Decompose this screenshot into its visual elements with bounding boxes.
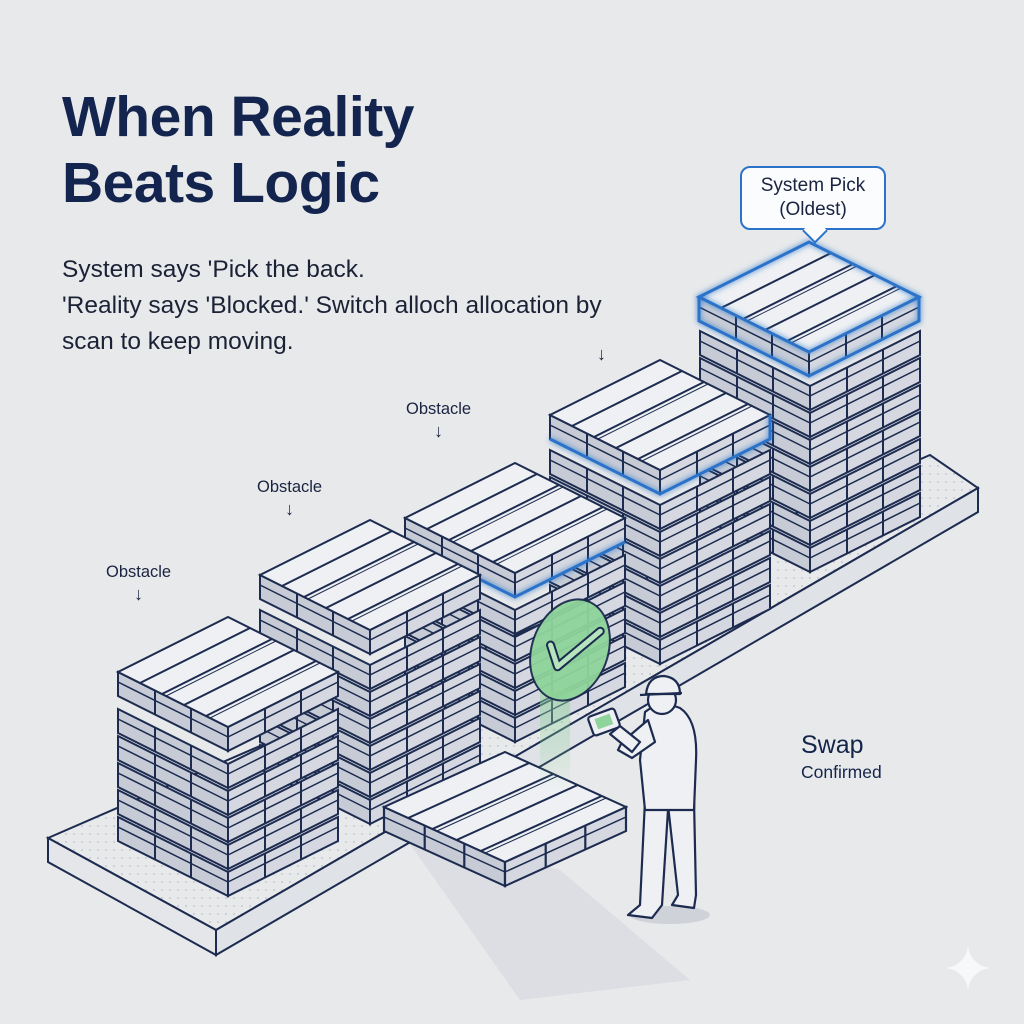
obstacle-label-text: Obstacle xyxy=(106,563,172,581)
pallet-stack-system-pick xyxy=(695,240,923,573)
title-line-1: When Reality xyxy=(62,85,414,149)
status-line-1: Swap xyxy=(801,731,864,759)
checkmark-badge-icon xyxy=(529,598,611,702)
callout-line-2: (Oldest) xyxy=(779,199,847,220)
page-title: When Reality Beats Logic xyxy=(62,84,414,216)
handheld-scanner-icon xyxy=(587,707,621,737)
title-line-2: Beats Logic xyxy=(62,151,380,215)
status-line-2: Confirmed xyxy=(801,762,882,782)
description-line-3: scan to keep moving. xyxy=(62,328,294,355)
sparkle-icon xyxy=(946,946,990,990)
pallet-stack-obstacle-1 xyxy=(117,616,339,897)
arrow-down-icon: ↓ xyxy=(597,344,606,364)
arrow-down-icon: ↓ xyxy=(434,421,444,441)
description-line-2: 'Reality says 'Blocked.' Switch alloch a… xyxy=(62,292,602,319)
arrow-down-icon: ↓ xyxy=(285,499,295,519)
system-pick-callout: System Pick (Oldest) xyxy=(740,166,886,230)
obstacle-label-1: Obstacle ↓ xyxy=(106,563,171,604)
obstacle-label-text: Obstacle xyxy=(257,478,323,496)
obstacle-label-3: Obstacle ↓ xyxy=(406,400,471,441)
description-line-1: System says 'Pick the back. xyxy=(62,256,365,283)
obstacle-label-text: Obstacle xyxy=(406,400,472,418)
warehouse-worker xyxy=(587,674,710,924)
scan-beam xyxy=(540,690,570,790)
swap-confirmed-status: Swap Confirmed xyxy=(801,730,882,784)
callout-line-1: System Pick xyxy=(760,175,866,196)
description-text: System says 'Pick the back. 'Reality say… xyxy=(62,252,722,360)
arrow-down-icon: ↓ xyxy=(134,584,144,604)
obstacle-label-2: Obstacle ↓ xyxy=(257,478,322,519)
pallet-stack-4 xyxy=(549,359,772,665)
arrow-marker-stack-4: ↓ xyxy=(597,342,606,364)
